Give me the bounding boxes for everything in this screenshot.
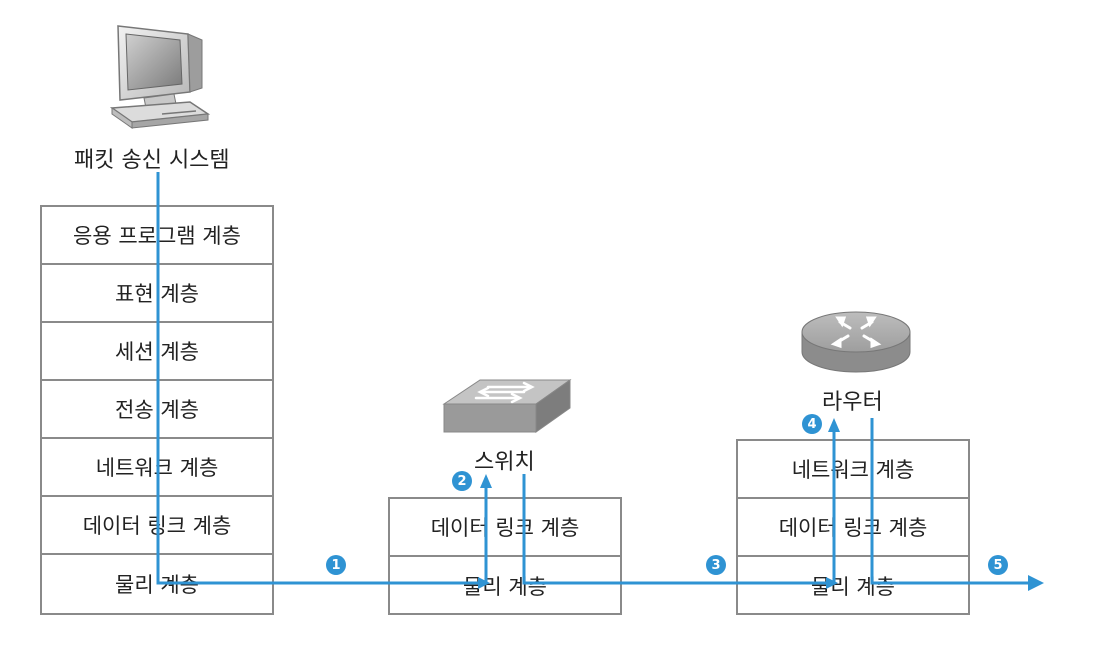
arrowhead-switch-up	[480, 474, 492, 488]
switch-label: 스위치	[474, 450, 535, 475]
switch-stack: 데이터 링크 계층 물리 계층	[388, 497, 622, 615]
router-layer-network: 네트워크 계층	[738, 441, 968, 499]
step-badge-4: 4	[802, 414, 822, 434]
switch-layer-data-link: 데이터 링크 계층	[390, 499, 620, 557]
arrowhead-into-switch	[478, 577, 490, 589]
arrowhead-out	[1028, 575, 1044, 591]
computer-icon	[109, 25, 211, 129]
switch-icon	[442, 379, 572, 433]
router-label: 라우터	[822, 390, 883, 415]
arrowhead-into-router	[826, 577, 838, 589]
flow-router-down	[870, 418, 1030, 585]
step-badge-1: 1	[326, 555, 346, 575]
flow-sender-down	[156, 172, 478, 585]
step-badge-2: 2	[452, 471, 472, 491]
router-stack: 네트워크 계층 데이터 링크 계층 물리 계층	[736, 439, 970, 615]
router-layer-physical: 물리 계층	[811, 575, 895, 599]
switch-layer-physical: 물리 계층	[463, 575, 547, 599]
step-badge-5: 5	[988, 555, 1008, 575]
sender-label: 패킷 송신 시스템	[74, 148, 230, 173]
arrowhead-router-up	[828, 418, 840, 432]
router-layer-data-link: 데이터 링크 계층	[738, 499, 968, 557]
step-badge-3: 3	[706, 555, 726, 575]
router-icon	[801, 311, 911, 373]
flow-switch-down	[522, 474, 826, 585]
